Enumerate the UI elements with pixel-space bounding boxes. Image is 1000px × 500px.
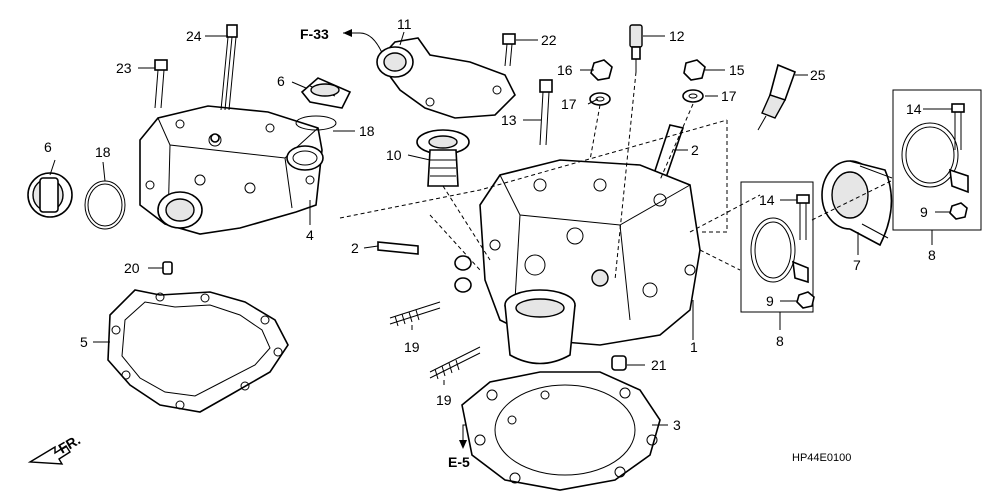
nut-9-right: [949, 202, 968, 220]
cylinder-head-cover: [139, 105, 324, 235]
nut-16: [590, 59, 613, 81]
bolt-22: [502, 33, 516, 67]
nut-15: [683, 59, 706, 81]
callout-1: 1: [690, 339, 698, 355]
callout-6-left: 6: [44, 139, 52, 155]
hose-clamp-left: [750, 217, 809, 284]
washer-17-left: [589, 92, 611, 106]
callout-8-left: 8: [776, 333, 784, 349]
hose-clamp-right: [901, 122, 969, 194]
f33-label: F-33: [300, 26, 329, 42]
washer-17-right: [682, 89, 704, 103]
callout-18-top: 18: [359, 123, 375, 139]
thermostat-cover-11: [376, 37, 516, 119]
callout-10: 10: [386, 147, 402, 163]
leader-lines: [49, 31, 952, 426]
callout-15: 15: [729, 62, 745, 78]
temperature-sensor-12: [629, 24, 643, 72]
callout-16: 16: [557, 62, 573, 78]
stud-19-lower: [429, 346, 481, 380]
callout-7: 7: [853, 257, 861, 273]
dowel-pin-21: [611, 355, 627, 371]
e5-arrow-icon: [459, 440, 467, 449]
screw-14-right: [951, 103, 965, 150]
callout-20: 20: [124, 260, 140, 276]
front-arrow-icon: [27, 445, 71, 465]
callout-2-right: 2: [691, 142, 699, 158]
bolt-24: [220, 24, 238, 111]
bolt-13: [539, 79, 553, 146]
callout-9-right: 9: [920, 204, 928, 220]
callout-6-top: 6: [277, 73, 285, 89]
dowel-pin-20: [162, 261, 173, 275]
o-ring-18: [84, 180, 126, 230]
callout-21: 21: [651, 357, 667, 373]
dowel-2-left: [377, 241, 419, 255]
filler-cap-6: [27, 172, 73, 218]
callout-25: 25: [810, 67, 826, 83]
stud-19-upper: [389, 301, 441, 327]
diagram-code: HP44E0100: [792, 452, 851, 464]
callout-17-left: 17: [561, 96, 577, 112]
f33-arrow-icon: [343, 29, 352, 37]
nut-9-left: [796, 291, 815, 309]
f33-reference: F-33: [300, 26, 386, 61]
callout-3: 3: [673, 417, 681, 433]
cylinder-head-gasket-3: [461, 371, 661, 491]
spark-plug-25: [757, 63, 797, 131]
callout-11: 11: [397, 16, 412, 32]
callout-24: 24: [186, 28, 202, 44]
cylinder-head-1: [454, 159, 701, 365]
callout-8-right: 8: [928, 247, 936, 263]
front-direction: FR.: [27, 431, 83, 465]
callout-14-left: 14: [759, 192, 775, 208]
e5-label: E-5: [448, 454, 470, 470]
callout-17-right: 17: [721, 88, 737, 104]
callout-9-left: 9: [766, 293, 774, 309]
callout-23: 23: [116, 60, 132, 76]
screw-14-left: [796, 194, 810, 240]
callout-13: 13: [501, 112, 517, 128]
clamp-group-box-right: [892, 89, 982, 231]
callout-5: 5: [80, 334, 88, 350]
callout-labels: 24 23 6 18 6 18 4 20 5 11 22 12 16 15 17…: [44, 16, 936, 433]
callout-19-lower: 19: [436, 392, 452, 408]
callout-14-right: 14: [906, 101, 922, 117]
intake-insulator-7: [821, 160, 893, 247]
bolt-23: [154, 59, 168, 109]
clamp-group-box-left: [740, 181, 814, 313]
head-cover-gasket-5: [107, 289, 289, 413]
callout-2-left: 2: [351, 240, 359, 256]
callout-22: 22: [541, 32, 557, 48]
thermostat-10: [416, 129, 470, 187]
callout-18-left: 18: [95, 144, 111, 160]
callout-4: 4: [306, 227, 314, 243]
o-ring-18-top: [295, 115, 337, 131]
callout-19-upper: 19: [404, 339, 420, 355]
cap-6-top: [300, 77, 352, 109]
callout-12: 12: [669, 28, 685, 44]
